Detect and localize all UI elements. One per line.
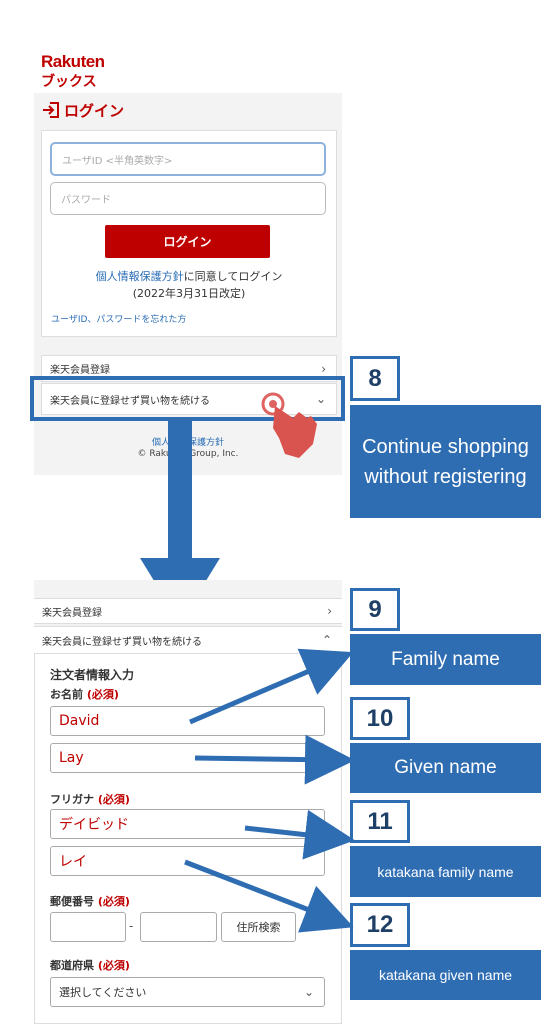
logo-rakuten: Rakuten bbox=[41, 52, 105, 71]
guest-option-2-label: 楽天会員に登録せず買い物を続ける bbox=[42, 636, 202, 648]
required-badge: (必須) bbox=[97, 793, 130, 806]
register-option-2-label: 楽天会員登録 bbox=[42, 607, 102, 619]
privacy-consent-text: に同意してログイン bbox=[183, 270, 283, 283]
prefecture-select[interactable]: 選択してください ⌄ bbox=[50, 977, 325, 1007]
step-10-number: 10 bbox=[350, 697, 410, 740]
step-11-number: 11 bbox=[350, 800, 410, 843]
prefecture-label-text: 都道府県 bbox=[50, 959, 94, 972]
register-option-2[interactable]: 楽天会員登録 › bbox=[34, 598, 342, 624]
register-option-label: 楽天会員登録 bbox=[50, 365, 110, 376]
step-11-label: katakana family name bbox=[350, 846, 541, 897]
arrow-to-family-name bbox=[189, 648, 354, 725]
chevron-right-icon: › bbox=[321, 361, 326, 376]
chevron-right-icon: › bbox=[327, 604, 332, 618]
required-badge: (必須) bbox=[97, 895, 130, 908]
guest-option[interactable]: 楽天会員に登録せず買い物を続ける ⌄ bbox=[41, 383, 337, 415]
step-12-number: 12 bbox=[350, 903, 410, 947]
privacy-consent: 個人情報保護方針に同意してログイン bbox=[41, 268, 337, 284]
name-label-text: お名前 bbox=[50, 688, 83, 701]
order-info-heading: 注文者情報入力 bbox=[50, 668, 135, 682]
password-input[interactable]: パスワード bbox=[50, 182, 326, 215]
step-10-label: Given name bbox=[350, 743, 541, 793]
tap-hand-icon bbox=[261, 392, 317, 458]
required-badge: (必須) bbox=[86, 688, 119, 701]
postal-separator: - bbox=[129, 919, 134, 933]
postal-code-2-input[interactable] bbox=[140, 912, 217, 942]
postal-label: 郵便番号 (必須) bbox=[50, 893, 130, 909]
arrow-to-given-name bbox=[194, 734, 355, 785]
login-button[interactable]: ログイン bbox=[105, 225, 270, 258]
furigana-label-text: フリガナ bbox=[50, 793, 94, 806]
name-label: お名前 (必須) bbox=[50, 686, 119, 702]
login-heading: ログイン bbox=[42, 100, 124, 121]
login-icon bbox=[43, 102, 59, 118]
logo-books: ブックス bbox=[41, 74, 97, 90]
step-9-number: 9 bbox=[350, 588, 400, 631]
forgot-credentials-link[interactable]: ユーザID、パスワードを忘れた方 bbox=[51, 315, 187, 325]
prefecture-select-value: 選択してください bbox=[59, 986, 147, 999]
step-12-label: katakana given name bbox=[350, 950, 541, 1000]
kana-family-input[interactable]: デイビッド bbox=[50, 809, 325, 839]
chevron-down-icon: ⌄ bbox=[303, 985, 314, 999]
required-badge: (必須) bbox=[97, 959, 130, 972]
revision-date: (2022年3月31日改定) bbox=[132, 287, 246, 300]
prefecture-label: 都道府県 (必須) bbox=[50, 957, 130, 973]
login-title: ログイン bbox=[64, 102, 125, 120]
guest-option-2[interactable]: 楽天会員に登録せず買い物を続ける ⌃ bbox=[34, 626, 342, 654]
step-8-label: Continue shopping without registering bbox=[350, 405, 541, 518]
guest-option-label: 楽天会員に登録せず買い物を続ける bbox=[50, 395, 210, 407]
user-id-input[interactable]: ユーザID <半角英数字> bbox=[50, 142, 326, 176]
furigana-label: フリガナ (必須) bbox=[50, 791, 130, 807]
chevron-up-icon: ⌃ bbox=[321, 633, 332, 647]
chevron-down-icon: ⌄ bbox=[315, 392, 326, 406]
privacy-policy-link[interactable]: 個人情報保護方針 bbox=[95, 270, 184, 283]
arrow-to-kana-given bbox=[184, 859, 354, 933]
step-9-label: Family name bbox=[350, 634, 541, 685]
postal-code-1-input[interactable] bbox=[50, 912, 126, 942]
step-8-number: 8 bbox=[350, 356, 400, 401]
postal-label-text: 郵便番号 bbox=[50, 895, 94, 908]
arrow-to-kana-family bbox=[244, 809, 355, 860]
family-name-input[interactable]: David bbox=[50, 706, 325, 736]
address-search-button[interactable]: 住所検索 bbox=[221, 912, 296, 942]
